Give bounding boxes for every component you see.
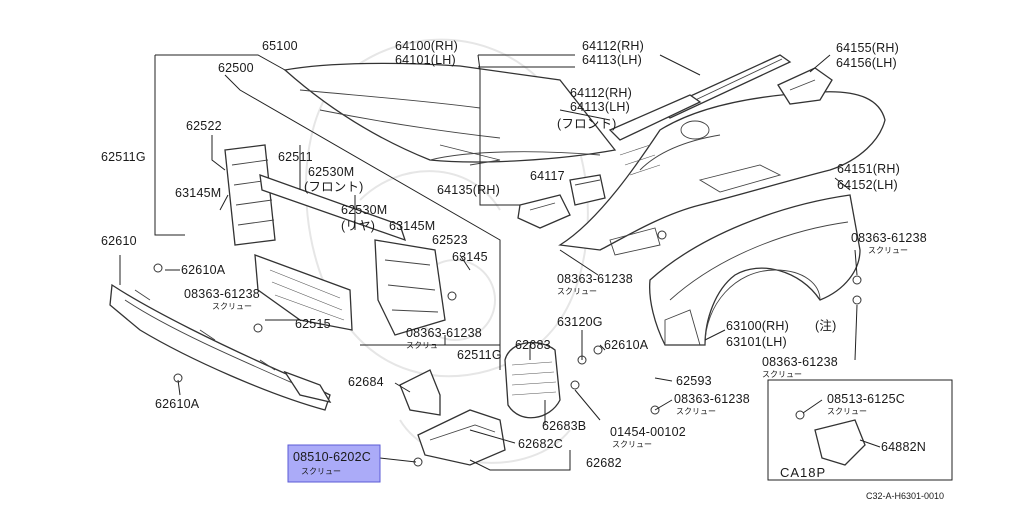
label-64112-a[interactable]: 64112(RH) — [582, 39, 644, 53]
label-63145[interactable]: 63145 — [452, 250, 488, 264]
label-rear: (リヤ) — [341, 219, 375, 233]
label-08510[interactable]: 08510-6202C — [293, 450, 371, 464]
label-screw-c: スクリュー — [868, 246, 908, 255]
label-64155[interactable]: 64155(RH) — [836, 41, 899, 55]
label-63100[interactable]: 63100(RH) — [726, 319, 789, 333]
label-62682c[interactable]: 62682C — [518, 437, 563, 451]
label-screw-a: スクリュー — [212, 302, 252, 311]
leader-lines — [119, 54, 881, 471]
label-08363-f[interactable]: 08363-61238 — [674, 392, 750, 406]
label-62511g-b[interactable]: 62511G — [457, 348, 502, 362]
label-64113-a[interactable]: 64113(LH) — [582, 53, 642, 67]
label-screw-g: スクリュー — [827, 407, 867, 416]
label-screw-d: スクリュー — [406, 341, 446, 350]
label-64112-b[interactable]: 64112(RH) — [570, 86, 632, 100]
label-62530m-front[interactable]: 62530M — [308, 165, 354, 179]
label-63101[interactable]: 63101(LH) — [726, 335, 787, 349]
label-64152[interactable]: 64152(LH) — [837, 178, 898, 192]
label-62511g-a[interactable]: 62511G — [101, 150, 146, 164]
hood-ledge-rail[interactable] — [608, 54, 792, 141]
inset-ca18p — [767, 379, 953, 481]
label-01454[interactable]: 01454-00102 — [610, 425, 686, 439]
label-08363-d[interactable]: 08363-61238 — [406, 326, 482, 340]
label-64113-b[interactable]: 64113(LH) — [570, 100, 630, 114]
label-note: (注) — [815, 318, 836, 333]
splash-shield-62683[interactable] — [504, 341, 561, 419]
label-62593[interactable]: 62593 — [676, 374, 712, 388]
label-screw-i: スクリュー — [301, 467, 341, 476]
diagram-code: C32-A-H6301-0010 — [866, 491, 944, 501]
bracket-62684[interactable] — [399, 369, 441, 416]
label-62500[interactable]: 62500 — [218, 61, 254, 75]
part-labels: 65100 62500 64100(RH) 64101(LH) 64112(RH… — [101, 39, 944, 501]
radiator-core-support-62500[interactable] — [224, 144, 446, 336]
label-62684[interactable]: 62684 — [348, 375, 384, 389]
label-64135[interactable]: 64135(RH) — [437, 183, 500, 197]
label-screw-b: スクリュー — [557, 287, 597, 296]
label-62610a-c[interactable]: 62610A — [155, 397, 200, 411]
label-08363-c[interactable]: 08363-61238 — [851, 231, 927, 245]
label-screw-h: スクリュー — [612, 440, 652, 449]
hood-65100[interactable] — [283, 62, 617, 166]
label-front-1: (フロント) — [557, 117, 617, 131]
label-62682[interactable]: 62682 — [586, 456, 622, 470]
label-62522[interactable]: 62522 — [186, 119, 222, 133]
label-08363-a[interactable]: 08363-61238 — [184, 287, 260, 301]
front-fender-63100[interactable] — [649, 194, 861, 346]
label-screw-e: スクリュー — [762, 370, 802, 379]
selected-part-08510[interactable]: 08510-6202C スクリュー — [287, 444, 381, 483]
label-62683[interactable]: 62683 — [515, 338, 551, 352]
label-62610a-a[interactable]: 62610A — [181, 263, 226, 277]
inset-title: CA18P — [780, 465, 826, 480]
label-64882n[interactable]: 64882N — [881, 440, 926, 454]
front-valance-62610[interactable] — [109, 283, 332, 411]
label-63145m-a[interactable]: 63145M — [175, 186, 221, 200]
label-62530m-rear[interactable]: 62530M — [341, 203, 387, 217]
label-64100[interactable]: 64100(RH) — [395, 39, 458, 53]
label-62523[interactable]: 62523 — [432, 233, 468, 247]
front-apron-64100[interactable] — [558, 91, 886, 256]
label-64156[interactable]: 64156(LH) — [836, 56, 897, 70]
label-08513[interactable]: 08513-6125C — [827, 392, 905, 406]
selection-highlight[interactable] — [287, 444, 381, 483]
label-front-2: (フロント) — [304, 180, 364, 194]
label-62610[interactable]: 62610 — [101, 234, 137, 248]
label-08363-b[interactable]: 08363-61238 — [557, 272, 633, 286]
label-62683b[interactable]: 62683B — [542, 419, 586, 433]
under-cover-62682[interactable] — [417, 409, 506, 466]
bolts — [153, 230, 862, 467]
label-64151[interactable]: 64151(RH) — [837, 162, 900, 176]
label-62515[interactable]: 62515 — [295, 317, 331, 331]
label-62610a-b[interactable]: 62610A — [604, 338, 649, 352]
striker-64135[interactable] — [517, 194, 571, 229]
label-08363-e[interactable]: 08363-61238 — [762, 355, 838, 369]
label-63120g[interactable]: 63120G — [557, 315, 603, 329]
label-62511[interactable]: 62511 — [278, 150, 313, 164]
label-screw-f: スクリュー — [676, 407, 716, 416]
label-64101[interactable]: 64101(LH) — [395, 53, 456, 67]
bracket-64155[interactable] — [777, 67, 833, 105]
label-63145m-b[interactable]: 63145M — [389, 219, 435, 233]
label-64117[interactable]: 64117 — [530, 169, 565, 183]
label-65100[interactable]: 65100 — [262, 39, 298, 53]
hood-lock-box-64117[interactable] — [569, 174, 606, 206]
